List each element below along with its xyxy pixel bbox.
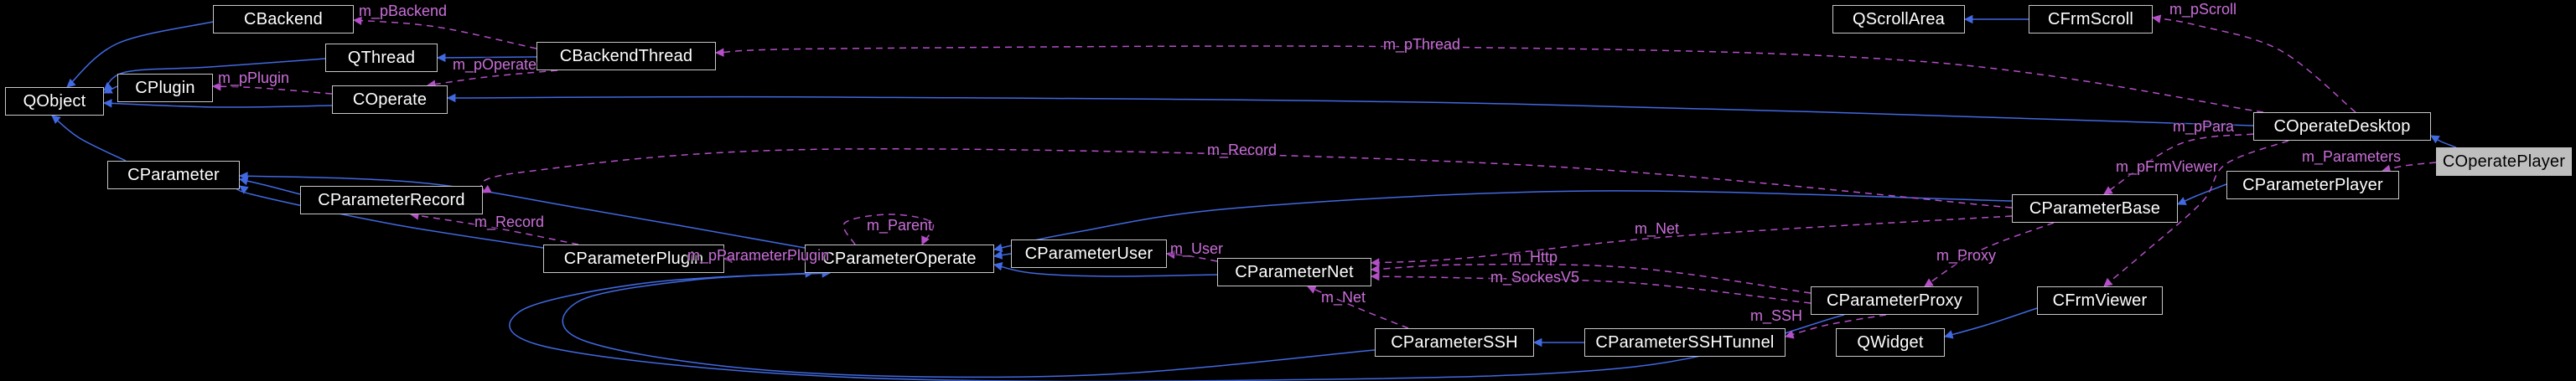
edge-label-m_pFrmViewer: m_pFrmViewer <box>2116 158 2218 175</box>
node-COperate[interactable]: COperate <box>332 85 448 114</box>
edge-label-m_Net: m_Net <box>1635 220 1680 237</box>
edge-QThread-to-QObject <box>103 58 326 91</box>
edge-label-m_pThread: m_pThread <box>1383 36 1461 53</box>
edge-m_pThread-COperateDesktop-to-CBackendThread <box>714 45 2264 113</box>
node-CFrmScroll[interactable]: CFrmScroll <box>2029 5 2153 33</box>
edge-label-m_Parent: m_Parent <box>867 217 933 234</box>
edge-CParameterRecord-to-CParameter <box>238 177 301 195</box>
node-CParameterPlayer[interactable]: CParameterPlayer <box>2226 171 2399 199</box>
edge-m_Http-CParameterProxy-to-CParameterNet <box>1370 263 1811 294</box>
edge-m_User-CParameterNet-to-CParameterUser <box>1165 250 1218 262</box>
edge-label-m_Record: m_Record <box>474 214 545 230</box>
edge-label-m_SSH: m_SSH <box>1750 307 1803 324</box>
edge-CParameter-to-QObject <box>51 115 127 162</box>
edge-CParameterUser-to-CParameterOperate <box>993 250 1012 260</box>
edge-label-m_User: m_User <box>1170 240 1224 257</box>
edge-m_pPlugin-COperate-to-CPlugin <box>211 82 333 95</box>
edge-label-m_Record: m_Record <box>1207 142 1278 158</box>
edge-label-m_pScroll: m_pScroll <box>2169 1 2237 18</box>
edge-CParameterBase-to-CParameterOperate <box>993 190 2013 253</box>
edge-m_pScroll-COperateDesktop-to-CFrmScroll <box>2151 14 2356 113</box>
edge-CFrmViewer-to-QWidget <box>1943 307 2038 339</box>
node-CBackend[interactable]: CBackend <box>213 5 354 33</box>
node-CBackendThread[interactable]: CBackendThread <box>536 42 716 70</box>
node-CParameterOperate[interactable]: CParameterOperate <box>805 245 994 273</box>
node-CParameterNet[interactable]: CParameterNet <box>1217 258 1371 286</box>
edge-m_pBackend-CBackendThread-to-CBackend <box>352 16 537 49</box>
edge-m_Net-CParameterBase-to-CParameterNet <box>1370 215 2013 267</box>
node-CFrmViewer[interactable]: CFrmViewer <box>2037 286 2163 315</box>
edge-CParameterPlayer-to-CParameterBase <box>2177 183 2227 205</box>
edge-m_Record-CParameterBase-to-CParameterRecord <box>480 148 2013 209</box>
edge-label-m_pPara: m_pPara <box>2173 118 2235 135</box>
node-CPlugin[interactable]: CPlugin <box>117 74 213 102</box>
node-CParameterProxy[interactable]: CParameterProxy <box>1811 286 1978 315</box>
edge-m_Parameters-COperatePlayer-to-CParameterPlayer <box>2381 162 2437 173</box>
node-CParameterPlugin[interactable]: CParameterPlugin <box>543 245 724 273</box>
node-CParameterBase[interactable]: CParameterBase <box>2012 194 2178 223</box>
edge-CParameterSSH-to-CParameterOperate <box>562 269 1376 378</box>
edge-CParameterPlugin-to-CParameter <box>236 185 544 249</box>
node-CParameterRecord[interactable]: CParameterRecord <box>300 186 483 214</box>
edge-m_pFrmViewer-COperateDesktop-to-CFrmViewer <box>2103 140 2289 287</box>
edge-label-m_Net: m_Net <box>1321 289 1366 306</box>
edge-CParameterOperate-to-CParameter <box>238 172 806 249</box>
edge-m_SSH-CParameterProxy-to-CParameterSSHTunnel <box>1784 314 1887 339</box>
edge-label-m_pParameterPlugin: m_pParameterPlugin <box>687 247 830 264</box>
edge-COperateDesktop-to-COperate <box>446 93 2254 126</box>
node-QWidget[interactable]: QWidget <box>1836 328 1945 357</box>
edge-m_Proxy-CParameterBase-to-CParameterProxy <box>1924 222 2055 287</box>
edge-m_SockesV5-CParameterProxy-to-CParameterNet <box>1370 271 1811 304</box>
node-COperatePlayer[interactable]: COperatePlayer <box>2436 147 2572 176</box>
node-CParameter[interactable]: CParameter <box>107 161 240 189</box>
edge-CBackendThread-to-QThread <box>436 53 537 63</box>
edge-CParameterNet-to-CParameterOperate <box>993 261 1218 277</box>
edge-m_Parent-CParameterOperate-to-CParameterOperate <box>842 214 935 245</box>
node-QScrollArea[interactable]: QScrollArea <box>1832 5 1965 33</box>
edge-m_Net-CParameterSSH-to-CParameterNet <box>1307 285 1409 329</box>
edge-m_Record-CParameterPlugin-to-CParameterRecord <box>409 211 579 245</box>
edge-COperate-to-QObject <box>102 99 333 108</box>
edge-CParameterProxy-to-CParameterOperate <box>509 269 1845 381</box>
edge-label-m_pOperate: m_pOperate <box>453 56 537 73</box>
node-CParameterSSH[interactable]: CParameterSSH <box>1375 328 1534 357</box>
edge-COperatePlayer-to-COperateDesktop <box>2430 135 2457 148</box>
node-CParameterUser[interactable]: CParameterUser <box>1011 239 1167 268</box>
node-COperateDesktop[interactable]: COperateDesktop <box>2253 112 2431 141</box>
edge-label-m_Proxy: m_Proxy <box>1936 247 1997 264</box>
edge-label-m_pBackend: m_pBackend <box>359 3 448 19</box>
edge-m_pOperate-CBackendThread-to-COperate <box>426 70 558 89</box>
edge-label-m_Http: m_Http <box>1509 249 1558 265</box>
node-QObject[interactable]: QObject <box>5 87 104 116</box>
edge-label-m_SockesV5: m_SockesV5 <box>1490 269 1580 286</box>
edge-label-m_Parameters: m_Parameters <box>2302 148 2402 165</box>
node-CParameterSSHTunnel[interactable]: CParameterSSHTunnel <box>1584 328 1786 357</box>
edge-label-m_pPlugin: m_pPlugin <box>218 70 290 86</box>
node-QThread[interactable]: QThread <box>325 44 438 72</box>
edge-m_pPara-COperateDesktop-to-CParameterBase <box>2103 133 2254 195</box>
edge-CBackend-to-QObject <box>66 21 214 88</box>
